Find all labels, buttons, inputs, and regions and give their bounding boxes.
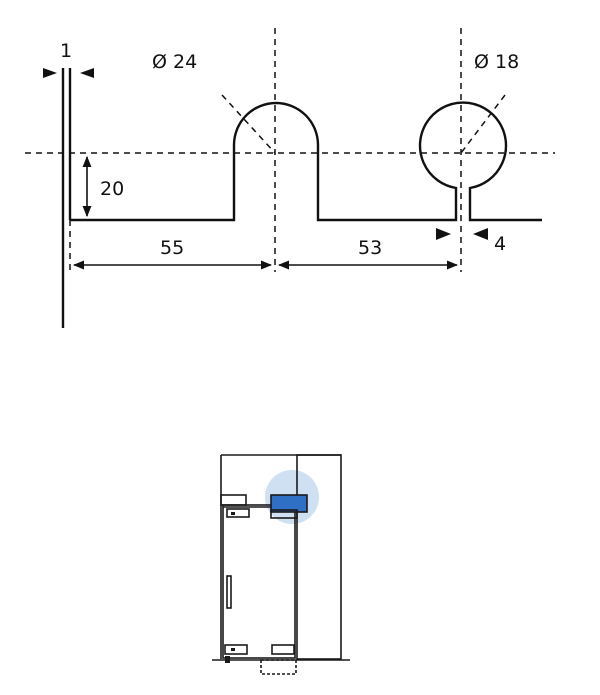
large-to-small-hole-label: 53 xyxy=(358,237,382,259)
floor-swing-outline xyxy=(260,659,297,675)
floor-pivot xyxy=(225,656,230,663)
top-left-clamp xyxy=(226,508,250,518)
glass-thickness-label: 1 xyxy=(60,40,72,62)
slot-arrow-right xyxy=(473,228,488,240)
large-hole-diameter-label: Ø 24 xyxy=(152,51,197,73)
highlighted-connector-fitting xyxy=(270,494,308,513)
bottom-right-clamp xyxy=(271,644,295,655)
cutout-profile-drawing: 1 Ø 24 Ø 18 20 55 53 4 xyxy=(25,28,555,328)
thickness-arrow-left xyxy=(43,68,57,78)
door-handle xyxy=(226,575,232,609)
slot-arrow-left xyxy=(436,228,451,240)
shower-door-elevation xyxy=(212,454,350,675)
small-diameter-leader xyxy=(460,94,506,154)
top-clamp-screw xyxy=(231,512,235,515)
small-hole-diameter-label: Ø 18 xyxy=(474,51,519,73)
thickness-arrow-right xyxy=(80,68,94,78)
slot-width-label: 4 xyxy=(494,233,506,255)
top-right-clamp xyxy=(270,509,298,519)
edge-to-large-hole-label: 55 xyxy=(160,237,184,259)
bottom-left-clamp xyxy=(224,644,248,655)
bottom-clamp-screw xyxy=(231,648,235,651)
door-leaf xyxy=(222,504,296,659)
profile-outline xyxy=(70,101,542,222)
large-diameter-leader xyxy=(221,94,276,154)
top-left-hinge xyxy=(220,494,247,506)
hole-height-label: 20 xyxy=(100,178,124,200)
